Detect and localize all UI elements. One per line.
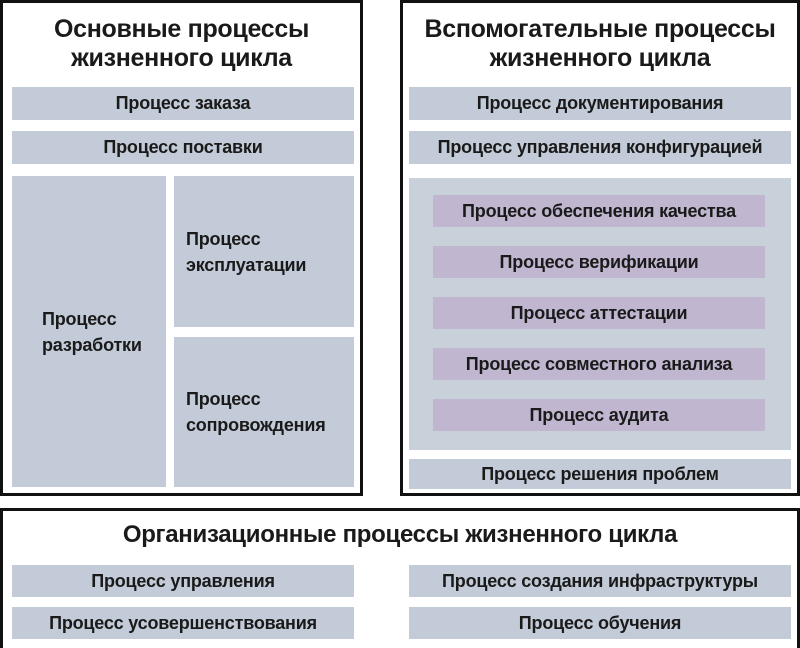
organizational-processes-title: Организационные процессы жизненного цикл… — [122, 521, 678, 548]
supporting-processes-group: Вспомогательные процессы жизненного цикл… — [400, 0, 800, 496]
operation-process: Процесс эксплуатации — [174, 176, 354, 327]
maintenance-line2: сопровождения — [186, 415, 326, 435]
configuration-management-process: Процесс управления конфигурацией — [409, 131, 791, 164]
training-process: Процесс обучения — [409, 607, 791, 639]
primary-title-line2: жизненного цикла — [71, 44, 292, 72]
supporting-title-line2: жизненного цикла — [489, 44, 711, 72]
development-line1: Процесс — [42, 308, 117, 329]
operation-line1: Процесс — [186, 228, 261, 249]
verification-process: Процесс верификации — [433, 246, 765, 278]
organizational-processes-group: Организационные процессы жизненного цикл… — [0, 508, 800, 648]
primary-processes-group: Основные процессы жизненного цикла Проце… — [0, 0, 363, 496]
supporting-title-line1: Вспомогательные процессы — [424, 15, 776, 43]
supply-process: Процесс поставки — [12, 131, 354, 164]
quality-assurance-process: Процесс обеспечения качества — [433, 195, 765, 227]
primary-processes-title: Основные процессы жизненного цикла — [3, 15, 360, 73]
joint-review-process: Процесс совместного анализа — [433, 348, 765, 380]
validation-process: Процесс аттестации — [433, 297, 765, 329]
infrastructure-process: Процесс создания инфраструктуры — [409, 565, 791, 597]
problem-resolution-process: Процесс решения проблем — [409, 459, 791, 489]
supporting-processes-title: Вспомогательные процессы жизненного цикл… — [403, 15, 797, 73]
order-process: Процесс заказа — [12, 87, 354, 120]
maintenance-line1: Процесс — [186, 389, 261, 409]
operation-line2: эксплуатации — [186, 254, 307, 275]
development-line2: разработки — [42, 334, 142, 355]
audit-process: Процесс аудита — [433, 399, 765, 431]
improvement-process: Процесс усовершенствования — [12, 607, 354, 639]
management-process: Процесс управления — [12, 565, 354, 597]
development-process: Процесс разработки — [12, 176, 166, 487]
maintenance-process: Процесс сопровождения — [174, 337, 354, 487]
primary-title-line1: Основные процессы — [53, 15, 310, 43]
documentation-process: Процесс документирования — [409, 87, 791, 120]
